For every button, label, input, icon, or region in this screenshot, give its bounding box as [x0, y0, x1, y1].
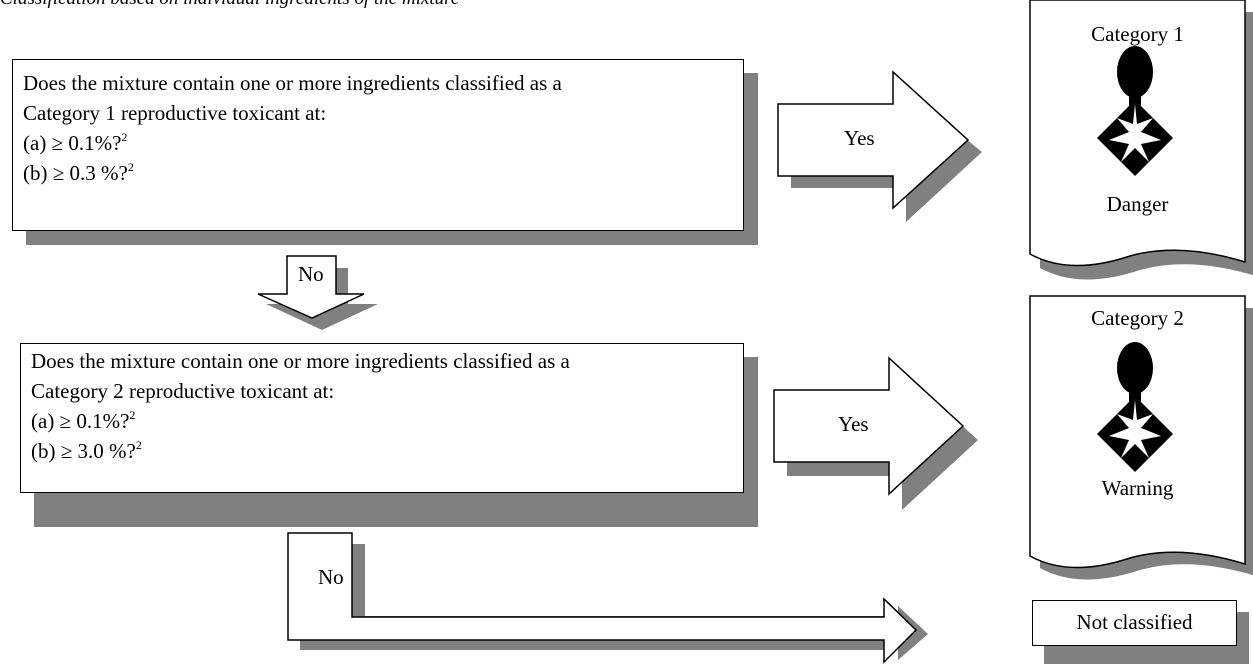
question-2-option-a: (a) ≥ 0.1%?2 [31, 408, 136, 433]
yes-arrow-1 [777, 70, 982, 222]
question-1-text-line-2: Category 1 reproductive toxicant at: [23, 101, 327, 125]
no-arrow-2 [287, 532, 928, 664]
category-2-title: Category 2 [1091, 306, 1184, 330]
question-2-text-line-2: Category 2 reproductive toxicant at: [31, 379, 335, 403]
category-1-title: Category 1 [1091, 22, 1184, 46]
yes-label-2: Yes [838, 412, 869, 436]
health-hazard-icon [1097, 46, 1173, 176]
question-1-text-line-1: Does the mixture contain one or more ing… [23, 71, 562, 95]
question-2-box: Does the mixture contain one or more ing… [20, 343, 744, 493]
category-1-signal-word: Danger [1106, 192, 1169, 216]
question-1-option-b: (b) ≥ 0.3 %?2 [23, 160, 134, 185]
not-classified-box: Not classified [1032, 600, 1237, 646]
no-arrow-1 [257, 255, 378, 330]
question-2-text-line-1: Does the mixture contain one or more ing… [31, 349, 570, 373]
not-classified-label: Not classified [1076, 610, 1193, 634]
no-label-2: No [318, 565, 344, 589]
question-1-option-a: (a) ≥ 0.1%?2 [23, 130, 128, 155]
no-label-1: No [298, 262, 324, 286]
category-2-signal-word: Warning [1101, 476, 1174, 500]
question-2-option-b: (b) ≥ 3.0 %?2 [31, 438, 142, 463]
question-1-box: Does the mixture contain one or more ing… [12, 59, 744, 231]
yes-label-1: Yes [844, 126, 875, 150]
yes-arrow-2 [773, 356, 978, 510]
diagram-heading: Classification based on individual ingre… [0, 0, 459, 10]
health-hazard-icon [1097, 342, 1173, 472]
